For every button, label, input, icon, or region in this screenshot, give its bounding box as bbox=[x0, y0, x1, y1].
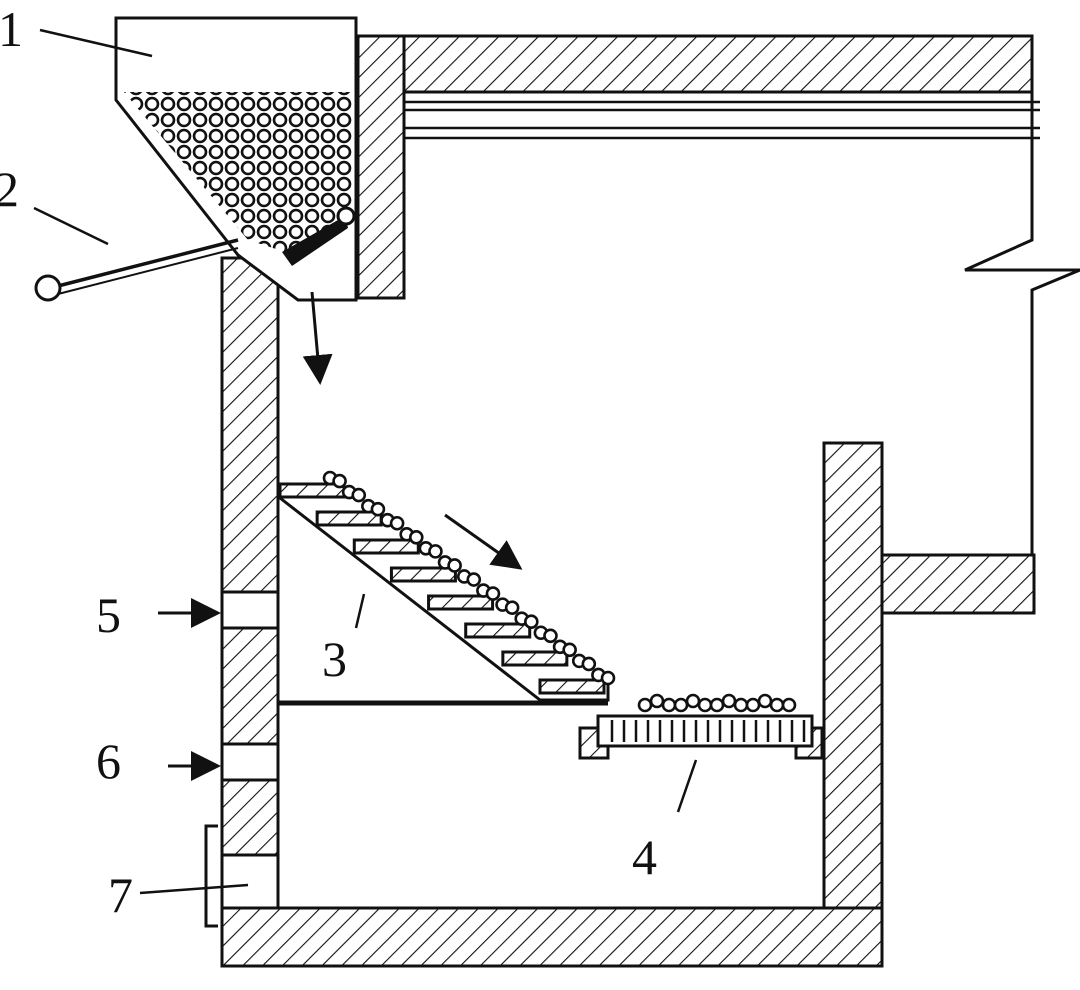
fuel-pellet bbox=[600, 670, 616, 686]
label-5: 5 bbox=[96, 587, 121, 643]
burnout-pellet bbox=[769, 697, 785, 713]
burnout-pellet bbox=[637, 697, 653, 713]
gate-pivot bbox=[336, 206, 356, 226]
grate-bar bbox=[464, 622, 532, 639]
label-2: 2 bbox=[0, 161, 19, 217]
burnout-pellet bbox=[697, 697, 713, 713]
fuel-pellet bbox=[389, 515, 405, 531]
grate-flow-arrow bbox=[444, 513, 523, 570]
grate-bar bbox=[389, 566, 457, 583]
label-6: 6 bbox=[96, 733, 121, 789]
burnout-pellet bbox=[685, 693, 701, 709]
grate-bar bbox=[427, 594, 495, 611]
left-wall bbox=[220, 256, 280, 910]
fuel-pellet bbox=[351, 487, 367, 503]
right-break-line bbox=[964, 92, 1080, 555]
ash-door-plate bbox=[204, 824, 218, 928]
top-roof-wall bbox=[374, 34, 1034, 94]
fuel-pellet bbox=[562, 642, 577, 658]
burnout-pellet bbox=[673, 697, 689, 713]
label-3: 3 bbox=[322, 631, 347, 687]
burnout-pellet bbox=[745, 697, 761, 713]
fuel-fall-arrow bbox=[302, 291, 333, 385]
fuel-pellet bbox=[428, 544, 443, 559]
fuel-pellet bbox=[524, 614, 539, 630]
burnout-pellet bbox=[733, 697, 749, 713]
label-1: 1 bbox=[0, 1, 23, 57]
ash-door-opening bbox=[220, 853, 280, 910]
right-shelf-wall bbox=[880, 553, 1036, 615]
burnout-pellet bbox=[781, 697, 797, 713]
grate-bar bbox=[501, 650, 569, 667]
secondary-air-port bbox=[220, 742, 280, 782]
ports bbox=[204, 590, 280, 928]
fuel-pellet bbox=[504, 600, 520, 615]
hopper-fuel bbox=[124, 92, 352, 256]
burnout-pellet bbox=[649, 693, 665, 709]
fuel-pellet bbox=[447, 558, 462, 573]
grate-bar bbox=[538, 678, 606, 695]
label-7: 7 bbox=[108, 867, 133, 923]
flue-lines bbox=[404, 100, 1040, 140]
burnout-grate bbox=[578, 693, 824, 760]
leader-lines bbox=[33, 28, 698, 895]
grate-bar bbox=[352, 538, 420, 555]
fuel-pellet bbox=[466, 572, 482, 587]
burnout-pellet bbox=[709, 697, 725, 713]
fuel-pellet bbox=[485, 586, 501, 601]
bottom-wall bbox=[220, 906, 884, 968]
lever bbox=[34, 238, 239, 302]
right-inner-wall bbox=[822, 441, 884, 910]
burnout-pellet bbox=[757, 693, 773, 709]
fuel-pellet bbox=[581, 656, 597, 672]
fuel-pellet bbox=[408, 530, 424, 545]
fuel-pellet bbox=[370, 501, 386, 517]
fuel-pellet bbox=[332, 473, 347, 489]
primary-air-port bbox=[220, 590, 280, 630]
lever-handle bbox=[34, 274, 62, 302]
burnout-pellet bbox=[721, 693, 737, 709]
hopper-gate bbox=[282, 216, 348, 266]
fuel-pellet bbox=[543, 628, 558, 644]
furnace-walls bbox=[220, 34, 1036, 968]
burnout-pellet bbox=[661, 697, 677, 713]
top-vertical-wall bbox=[356, 34, 406, 300]
grate-bar bbox=[315, 510, 383, 527]
inclined-grate bbox=[278, 470, 616, 702]
hopper bbox=[114, 16, 358, 302]
label-4: 4 bbox=[632, 829, 657, 885]
